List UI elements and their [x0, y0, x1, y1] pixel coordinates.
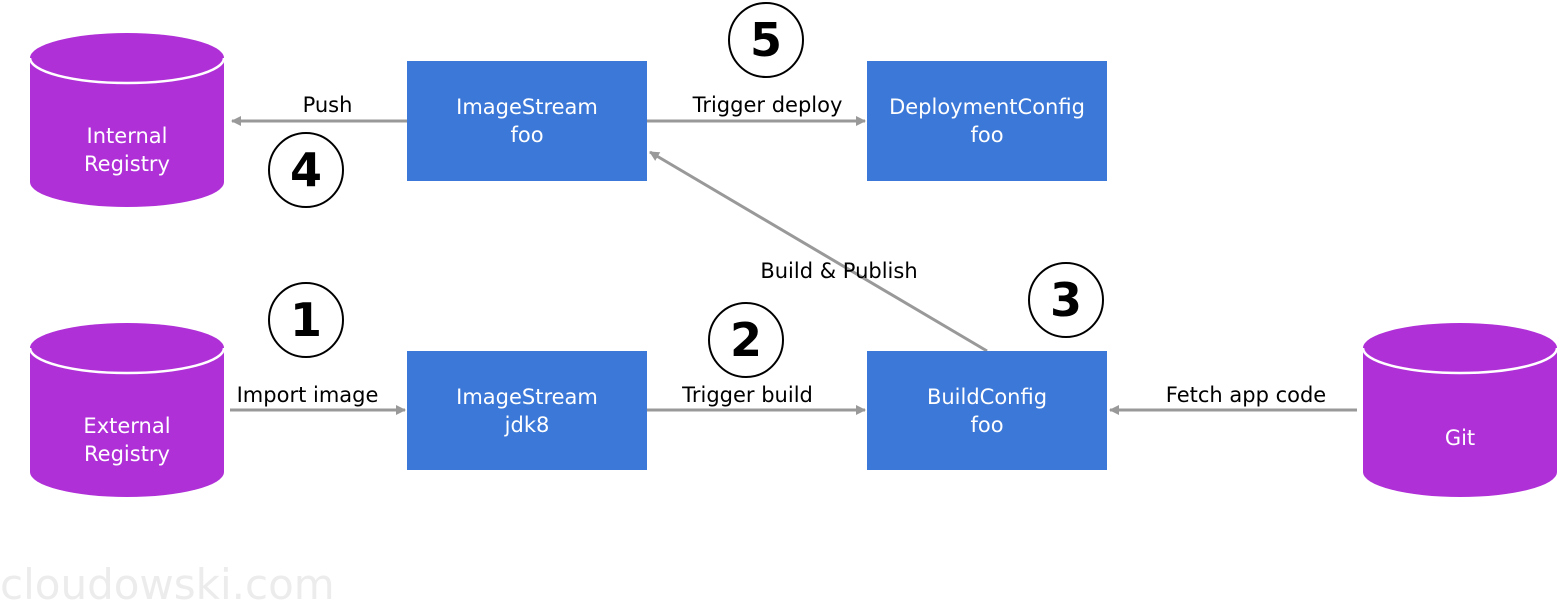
deploymentconfig-foo-line1: DeploymentConfig [889, 95, 1085, 119]
step-4-badge: 4 [268, 132, 344, 208]
internal-registry-cylinder [28, 33, 226, 207]
deploymentconfig-foo-line2: foo [970, 123, 1004, 147]
build-publish-arrow [649, 150, 988, 353]
imagestream-foo-line1: ImageStream [456, 95, 598, 119]
build-publish-label: Build & Publish [760, 259, 918, 283]
external-registry-line1: External [83, 414, 171, 438]
git-cylinder [1361, 323, 1559, 497]
trigger-build-label: Trigger build [682, 383, 813, 407]
step-5-badge: 5 [728, 2, 804, 78]
imagestream-jdk8-box: ImageStream jdk8 [407, 351, 647, 470]
step-3-badge: 3 [1028, 262, 1104, 338]
push-label: Push [302, 93, 353, 117]
buildconfig-foo-box: BuildConfig foo [867, 351, 1107, 470]
step-1-badge: 1 [268, 282, 344, 358]
internal-registry-label: Internal Registry [30, 110, 224, 190]
git-line1: Git [1444, 426, 1476, 450]
fetch-app-code-label: Fetch app code [1165, 383, 1327, 407]
external-registry-label: External Registry [30, 400, 224, 480]
imagestream-foo-box: ImageStream foo [407, 61, 647, 181]
imagestream-foo-line2: foo [510, 123, 544, 147]
external-registry-line2: Registry [84, 442, 170, 466]
internal-registry-line1: Internal [86, 124, 168, 148]
watermark: cloudowski.com [0, 560, 335, 609]
deploymentconfig-foo-box: DeploymentConfig foo [867, 61, 1107, 181]
trigger-deploy-label: Trigger deploy [692, 93, 843, 117]
imagestream-jdk8-line2: jdk8 [504, 412, 550, 437]
imagestream-jdk8-line1: ImageStream [456, 384, 598, 409]
external-registry-cylinder [28, 323, 226, 497]
import-image-label: Import image [236, 383, 379, 407]
step-2-badge: 2 [708, 302, 784, 378]
buildconfig-foo-line2: foo [970, 412, 1004, 437]
git-label: Git [1363, 410, 1557, 466]
buildconfig-foo-line1: BuildConfig [926, 384, 1048, 409]
internal-registry-line2: Registry [84, 152, 170, 176]
